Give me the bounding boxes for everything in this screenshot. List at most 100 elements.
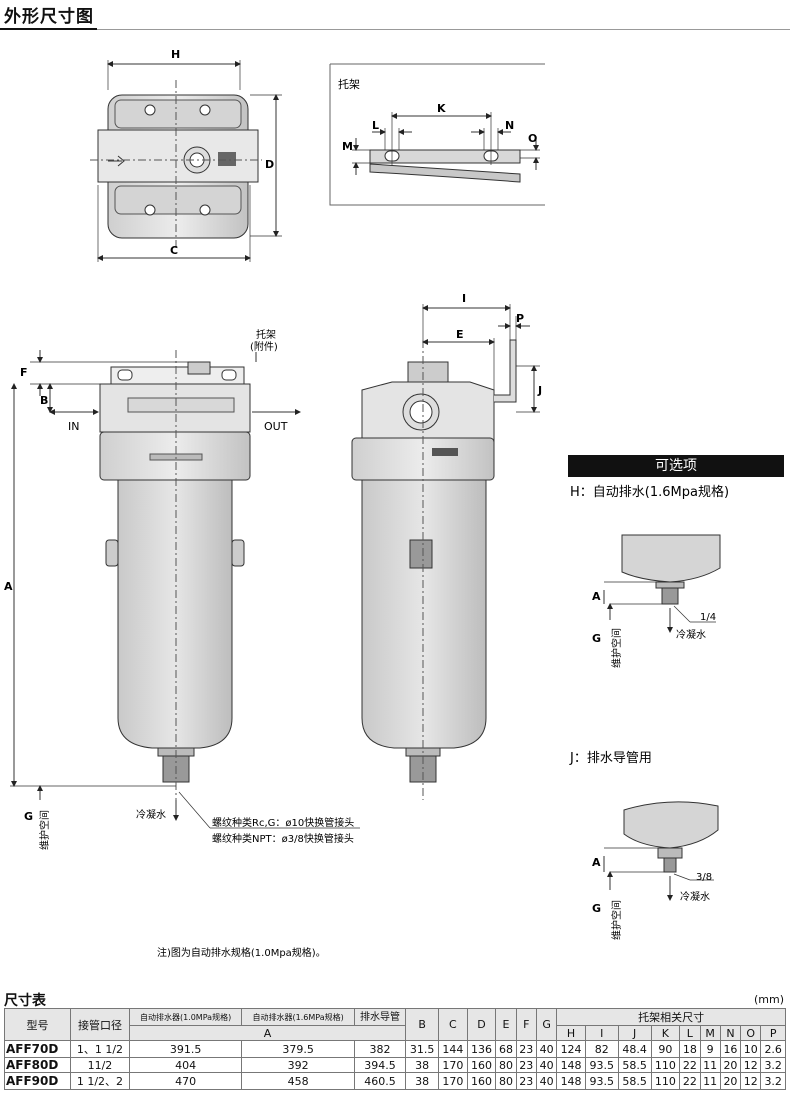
side-view [351,304,540,800]
table-cell-port: 1、1 1/2 [70,1040,130,1058]
dim-label-h: H [171,48,180,61]
table-cell-g: 40 [535,1057,558,1073]
top-view [90,60,282,262]
table-title: 尺寸表 [4,993,46,1009]
col-i: I [584,1025,619,1041]
table-cell-e: 80 [495,1057,517,1073]
col-port: 接管口径 [70,1008,130,1041]
table-cell-k: 90 [650,1040,681,1058]
opt-j-three-eighths: 3/8 [696,872,712,883]
table-cell-a1: 404 [128,1057,243,1073]
bracket-box [329,63,545,206]
table-cell-port: 1 1/2、2 [70,1072,130,1090]
outlet-label: OUT [264,420,288,433]
col-o: O [740,1025,762,1041]
table-cell-h: 148 [556,1072,586,1090]
table-cell-a2: 458 [241,1072,355,1090]
option-h-drawing [603,534,721,633]
opt-h-dim-g: G [592,632,601,645]
dim-label-o: O [528,132,537,145]
table-cell-d: 160 [466,1072,497,1090]
options-header: 可选项 [568,455,784,477]
table-cell-j: 58.5 [617,1072,652,1090]
opt-h-quarter: 1/4 [700,612,716,623]
table-cell-b: 31.5 [405,1040,440,1058]
thread-note-1: 螺纹种类Rc,G：ø10快换管接头 [212,816,354,829]
dim-label-g: G [24,810,33,823]
drawing-area: H C D 托架 K L N M O [4,48,729,959]
table-cell-p: 3.2 [760,1072,786,1090]
col-b: B [405,1008,440,1041]
table-cell-a3: 460.5 [353,1072,407,1090]
table-cell-g: 40 [535,1040,558,1058]
col-a: A [128,1025,407,1041]
table-cell-k: 110 [650,1072,681,1090]
attached-label: (附件) [250,340,278,353]
dim-label-b: B [40,394,48,407]
table-cell-n: 20 [719,1072,742,1090]
title-rule [97,29,790,30]
table-cell-a1: 391.5 [128,1040,243,1058]
table-cell-i: 82 [584,1040,619,1058]
col-g: G [535,1008,558,1041]
table-cell-c: 170 [438,1057,468,1073]
dim-label-e: E [456,328,464,341]
title-underline [0,28,97,30]
dim-label-f: F [20,366,28,379]
table-cell-l: 22 [679,1057,701,1073]
dimension-table: 型号 接管口径 自动排水器(1.0MPa规格) 自动排水器(1.6MPa规格) … [3,1008,786,1090]
table-cell-m: 11 [699,1072,721,1090]
table-cell-d: 136 [466,1040,497,1058]
table-cell-b: 38 [405,1057,440,1073]
drain-label: 冷凝水 [136,808,166,821]
table-cell-a3: 382 [353,1040,407,1058]
opt-j-maintenance: 维护空间 [610,900,623,940]
dim-label-m: M [342,140,353,153]
table-cell-n: 16 [719,1040,742,1058]
table-cell-j: 58.5 [617,1057,652,1073]
table-cell-i: 93.5 [584,1072,619,1090]
table-cell-a2: 392 [241,1057,355,1073]
dim-label-l: L [372,119,379,132]
col-c: C [438,1008,468,1041]
dim-label-i: I [462,292,466,305]
col-auto-1-0: 自动排水器(1.0MPa规格) [128,1008,243,1026]
table-cell-l: 18 [679,1040,701,1058]
dim-label-k: K [437,102,446,115]
table-cell-a1: 470 [128,1072,243,1090]
col-bracket-dims: 托架相关尺寸 [556,1008,786,1026]
bracket-box-label: 托架 [338,77,360,91]
table-cell-l: 22 [679,1072,701,1090]
dim-label-p: P [516,312,524,325]
inlet-label: IN [68,420,79,433]
col-d: D [466,1008,497,1041]
dim-label-n: N [505,119,514,132]
opt-j-dim-a: A [592,856,601,869]
maintenance-label: 维护空间 [38,810,51,850]
col-k: K [650,1025,681,1041]
dim-label-a: A [4,580,13,593]
option-j-title: J：排水导管用 [569,751,652,766]
table-cell-f: 23 [515,1040,537,1058]
table-cell-j: 48.4 [617,1040,652,1058]
table-cell-m: 9 [699,1040,721,1058]
opt-h-dim-a: A [592,590,601,603]
thread-note-2: 螺纹种类NPT：ø3/8快换管接头 [212,832,354,845]
table-cell-f: 23 [515,1072,537,1090]
col-auto-1-6: 自动排水器(1.6MPa规格) [241,1008,355,1026]
table-cell-i: 93.5 [584,1057,619,1073]
col-j: J [617,1025,652,1041]
col-model: 型号 [3,1008,72,1041]
table-cell-n: 20 [719,1057,742,1073]
dim-label-d: D [265,158,274,171]
table-cell-c: 170 [438,1072,468,1090]
table-unit: (mm) [753,993,784,1006]
table-cell-e: 68 [495,1040,517,1058]
table-cell-model: AFF90D [3,1072,72,1090]
opt-h-drain: 冷凝水 [676,628,706,641]
col-e: E [495,1008,517,1041]
